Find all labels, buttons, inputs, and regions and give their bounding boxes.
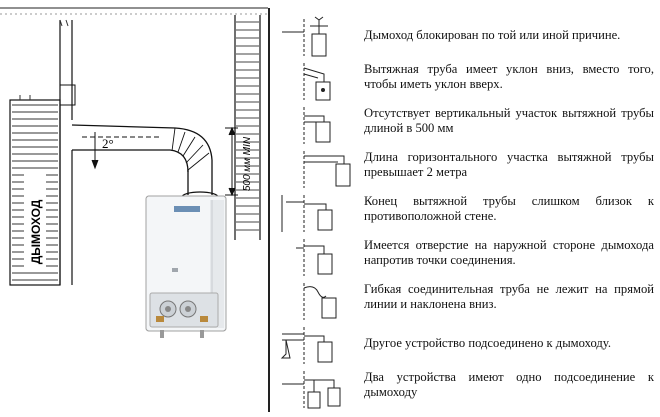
fault-text-9: Два устройства имеют одно подсоединение … bbox=[364, 370, 654, 399]
ceiling-hatch bbox=[0, 7, 268, 15]
fault-thumbnail-1 bbox=[282, 16, 328, 57]
fault-item-3: Отсутствует вертикальный участок вытяжно… bbox=[270, 102, 660, 146]
fault-text-2: Вытяжная труба имеет уклон вниз, вместо … bbox=[364, 62, 654, 91]
fault-text-1: Дымоход блокирован по той или иной причи… bbox=[364, 28, 621, 42]
angle-indicator bbox=[82, 132, 160, 170]
fault-item-1: Дымоход блокирован по той или иной причи… bbox=[270, 14, 660, 58]
fault-thumbnail-8 bbox=[280, 327, 333, 364]
installation-diagram: ДЫМОХОД 2° bbox=[0, 0, 270, 412]
fault-thumbnail-4 bbox=[303, 151, 351, 188]
chimney-label: ДЫМОХОД bbox=[29, 199, 43, 264]
fault-thumbnail-2 bbox=[303, 63, 331, 101]
fault-text-3: Отсутствует вертикальный участок вытяжно… bbox=[364, 106, 654, 135]
height-dimension bbox=[225, 126, 238, 197]
fault-thumbnail-9 bbox=[282, 371, 341, 409]
fault-item-2: Вытяжная труба имеет уклон вниз, вместо … bbox=[270, 58, 660, 102]
fault-text-6: Имеется отверстие на наружной стороне ды… bbox=[364, 238, 654, 267]
fault-text-7: Гибкая соединительная труба не лежит на … bbox=[364, 282, 654, 311]
fault-item-7: Гибкая соединительная труба не лежит на … bbox=[270, 278, 660, 322]
angle-label: 2° bbox=[102, 136, 114, 151]
fault-list: Дымоход блокирован по той или иной причи… bbox=[270, 0, 660, 412]
installation-drawing: ДЫМОХОД 2° bbox=[0, 7, 268, 338]
fault-thumbnail-7 bbox=[303, 283, 337, 320]
fault-item-9: Два устройства имеют одно подсоединение … bbox=[270, 366, 660, 410]
right-wall bbox=[234, 15, 261, 240]
fault-item-4: Длина горизонтального участка вытяжной т… bbox=[270, 146, 660, 190]
chimney-column bbox=[9, 19, 76, 286]
fault-item-6: Имеется отверстие на наружной стороне ды… bbox=[270, 234, 660, 278]
fault-thumbnail-3 bbox=[303, 107, 331, 144]
fault-text-4: Длина горизонтального участка вытяжной т… bbox=[364, 150, 654, 179]
fault-thumbnail-6 bbox=[296, 239, 333, 276]
fault-text-5: Конец вытяжной трубы слишком близок к пр… bbox=[364, 194, 654, 223]
water-heater bbox=[145, 195, 227, 338]
min-height-label: 500 мм MIN bbox=[242, 136, 253, 191]
column-divider bbox=[268, 8, 270, 412]
fault-thumbnail-5 bbox=[281, 195, 333, 232]
fault-item-5: Конец вытяжной трубы слишком близок к пр… bbox=[270, 190, 660, 234]
fault-text-8: Другое устройство подсоединено к дымоход… bbox=[364, 336, 611, 350]
fault-item-8: Другое устройство подсоединено к дымоход… bbox=[270, 322, 660, 366]
